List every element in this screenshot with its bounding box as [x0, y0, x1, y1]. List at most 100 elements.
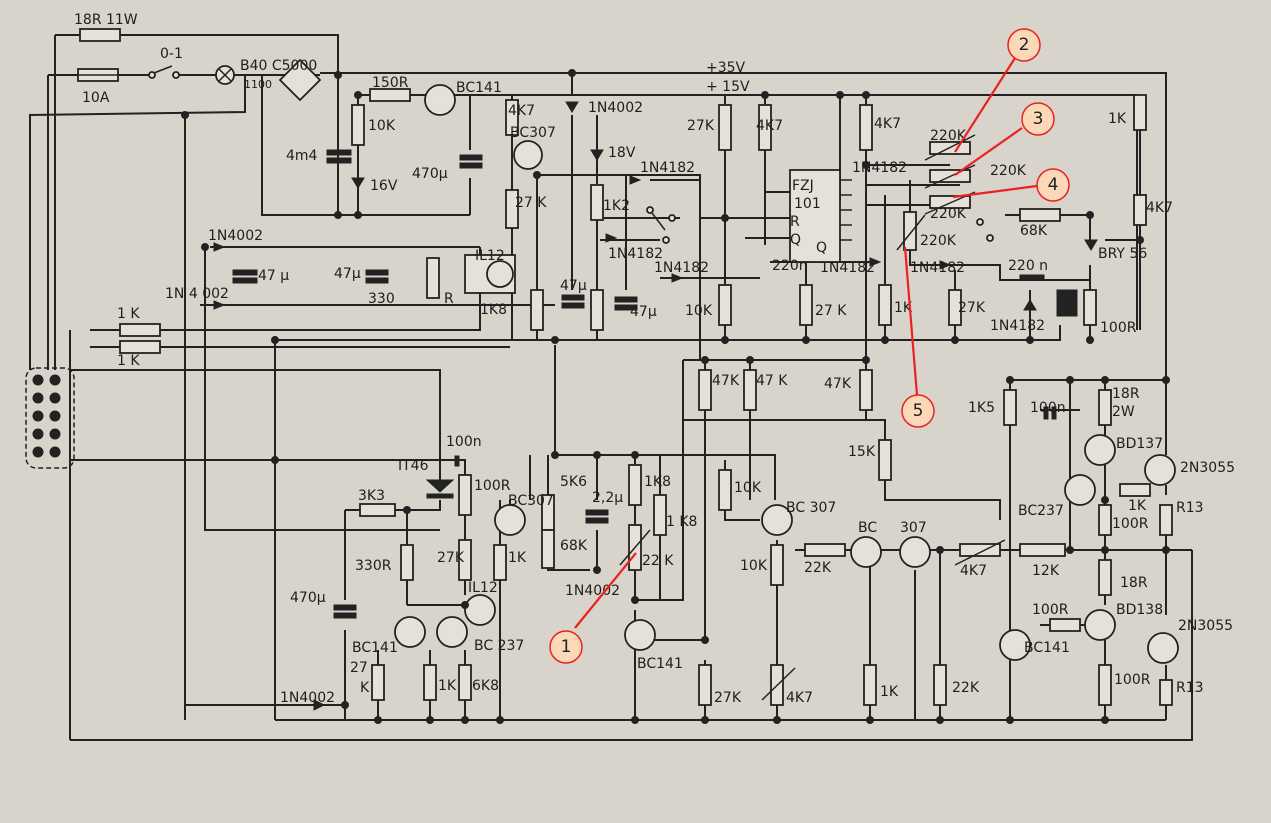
- components: [77, 28, 1179, 711]
- svg-text:100n: 100n: [1030, 400, 1066, 416]
- svg-text:100R: 100R: [474, 478, 511, 494]
- svg-text:1N4182: 1N4182: [654, 260, 709, 276]
- svg-text:27 K: 27 K: [815, 303, 847, 319]
- svg-text:5K6: 5K6: [560, 474, 587, 490]
- callout-3[interactable]: 3: [1021, 102, 1055, 136]
- svg-text:BC 237: BC 237: [474, 638, 524, 654]
- svg-text:3K3: 3K3: [358, 488, 385, 504]
- svg-text:IT46: IT46: [398, 458, 429, 474]
- svg-text:2: 2: [1019, 35, 1030, 55]
- svg-text:1N4182: 1N4182: [820, 260, 875, 276]
- svg-text:2,2µ: 2,2µ: [592, 490, 623, 506]
- svg-text:68K: 68K: [560, 538, 588, 554]
- callout-1[interactable]: 1: [549, 630, 583, 664]
- svg-text:4K7: 4K7: [508, 103, 535, 119]
- svg-text:1N4182: 1N4182: [910, 260, 965, 276]
- svg-text:47K: 47K: [824, 376, 852, 392]
- svg-text:1N4182: 1N4182: [990, 318, 1045, 334]
- component-labels: 18R 11W 0-1 10A B40 C5000 1100 150R BC14…: [74, 12, 1235, 706]
- svg-text:Q: Q: [790, 232, 801, 248]
- svg-text:IL12: IL12: [475, 248, 505, 264]
- svg-text:2N3055: 2N3055: [1180, 460, 1235, 476]
- svg-text:BC 307: BC 307: [786, 500, 836, 516]
- svg-text:220K: 220K: [930, 206, 967, 222]
- svg-text:220K: 220K: [930, 128, 967, 144]
- svg-text:10K: 10K: [740, 558, 768, 574]
- svg-text:R: R: [790, 214, 800, 230]
- svg-text:BC237: BC237: [1018, 503, 1064, 519]
- svg-text:47µ: 47µ: [630, 304, 657, 320]
- svg-text:10A: 10A: [82, 90, 110, 106]
- svg-text:27K: 27K: [958, 300, 986, 316]
- svg-text:47K: 47K: [712, 373, 740, 389]
- svg-text:470µ: 470µ: [412, 166, 448, 182]
- svg-text:R13: R13: [1176, 500, 1204, 516]
- mains-connector: [25, 367, 75, 469]
- svg-text:BC141: BC141: [1024, 640, 1070, 656]
- svg-text:47 K: 47 K: [756, 373, 788, 389]
- svg-text:BC141: BC141: [637, 656, 683, 672]
- svg-text:1N4182: 1N4182: [852, 160, 907, 176]
- svg-text:330R: 330R: [355, 558, 392, 574]
- svg-text:1K: 1K: [894, 300, 913, 316]
- svg-text:16V: 16V: [370, 178, 398, 194]
- svg-text:15K: 15K: [848, 444, 876, 460]
- svg-text:1N4182: 1N4182: [640, 160, 695, 176]
- svg-text:1 K: 1 K: [117, 306, 140, 322]
- svg-text:B40 C5000: B40 C5000: [240, 58, 317, 74]
- svg-text:220K: 220K: [990, 163, 1027, 179]
- svg-text:307: 307: [900, 520, 927, 536]
- svg-text:10K: 10K: [368, 118, 396, 134]
- svg-text:K: K: [360, 680, 370, 696]
- svg-text:4K7: 4K7: [756, 118, 783, 134]
- svg-text:IL12: IL12: [468, 580, 498, 596]
- callout-annotations: 1 2 3 4 5: [549, 28, 1070, 664]
- svg-text:1K8: 1K8: [644, 474, 671, 490]
- svg-text:2N3055: 2N3055: [1178, 618, 1233, 634]
- svg-text:220K: 220K: [920, 233, 957, 249]
- svg-text:1: 1: [561, 637, 572, 657]
- svg-text:1N4002: 1N4002: [565, 583, 620, 599]
- svg-text:1N4002: 1N4002: [280, 690, 335, 706]
- callout-4[interactable]: 4: [1036, 168, 1070, 202]
- svg-text:1N4002: 1N4002: [588, 100, 643, 116]
- svg-text:101: 101: [794, 196, 821, 212]
- svg-text:47 µ: 47 µ: [258, 268, 289, 284]
- svg-text:10K: 10K: [685, 303, 713, 319]
- callout-5[interactable]: 5: [901, 394, 935, 428]
- svg-text:1N4002: 1N4002: [208, 228, 263, 244]
- svg-text:6K8: 6K8: [472, 678, 499, 694]
- svg-text:12K: 12K: [1032, 563, 1060, 579]
- svg-text:1K2: 1K2: [603, 198, 630, 214]
- callout-2[interactable]: 2: [1007, 28, 1041, 62]
- svg-text:5: 5: [913, 401, 924, 421]
- svg-text:1K: 1K: [1108, 111, 1127, 127]
- svg-text:1 K: 1 K: [117, 353, 140, 369]
- svg-text:100n: 100n: [446, 434, 482, 450]
- svg-text:18R: 18R: [1112, 386, 1140, 402]
- svg-text:27K: 27K: [687, 118, 715, 134]
- svg-text:150R: 150R: [372, 75, 409, 91]
- svg-text:100R: 100R: [1114, 672, 1151, 688]
- svg-text:0-1: 0-1: [160, 46, 183, 62]
- svg-text:+ 15V: + 15V: [706, 79, 750, 95]
- svg-text:27 K: 27 K: [515, 195, 547, 211]
- svg-text:R13: R13: [1176, 680, 1204, 696]
- svg-text:1K: 1K: [438, 678, 457, 694]
- svg-text:1N 4 002: 1N 4 002: [165, 286, 229, 302]
- svg-text:22 K: 22 K: [642, 553, 674, 569]
- svg-text:4K7: 4K7: [1146, 200, 1173, 216]
- svg-text:1K8: 1K8: [480, 302, 507, 318]
- svg-text:330: 330: [368, 291, 395, 307]
- svg-text:4K7: 4K7: [874, 116, 901, 132]
- svg-text:1K: 1K: [508, 550, 527, 566]
- svg-text:1K: 1K: [1128, 498, 1147, 514]
- svg-text:R: R: [444, 291, 454, 307]
- svg-text:BC307: BC307: [510, 125, 556, 141]
- svg-text:10K: 10K: [734, 480, 762, 496]
- svg-text:27: 27: [350, 660, 368, 676]
- svg-text:BC: BC: [858, 520, 877, 536]
- svg-text:BRY 56: BRY 56: [1098, 246, 1147, 262]
- svg-text:2W: 2W: [1112, 404, 1135, 420]
